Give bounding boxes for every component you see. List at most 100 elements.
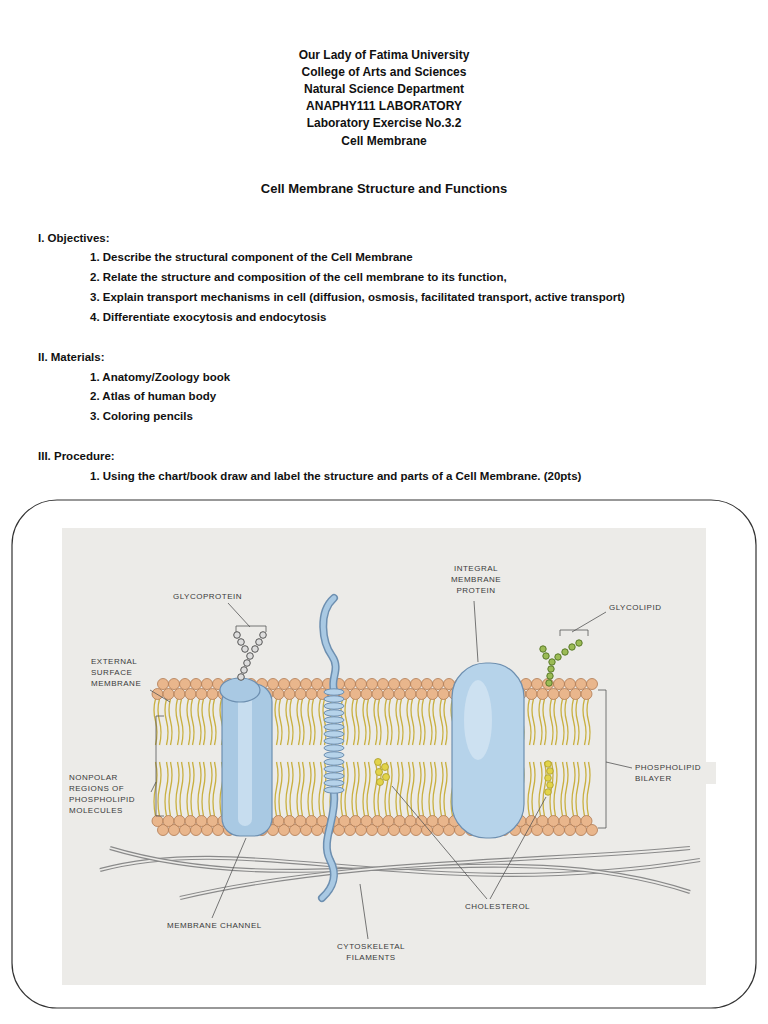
lipid-tail <box>400 699 403 745</box>
lipid-tail <box>543 699 546 745</box>
cholesterol-bead <box>375 759 382 766</box>
helix-turn <box>324 689 344 695</box>
lipid-tail <box>561 762 564 816</box>
sugar-bead <box>256 639 263 646</box>
lipid-head <box>185 816 196 827</box>
sugar-bead <box>238 674 245 681</box>
lipid-tail <box>279 762 282 816</box>
lipid-tail <box>539 699 542 745</box>
lipid-tail <box>429 762 432 816</box>
cholesterol-bead <box>377 779 384 786</box>
lipid-tail <box>187 762 190 816</box>
lipid-tail <box>319 762 322 816</box>
cholesterol-bead <box>547 768 554 775</box>
lipid-head <box>290 679 301 690</box>
lipid-head <box>427 816 438 827</box>
lipid-head <box>202 679 213 690</box>
lipid-tail <box>308 699 311 745</box>
lipid-head <box>191 679 202 690</box>
lipid-tail <box>187 699 190 745</box>
lipid-tail <box>565 699 568 745</box>
lipid-tail <box>301 699 304 745</box>
lipid-tail <box>572 762 575 816</box>
lipid-head <box>383 816 394 827</box>
lipid-tail <box>385 699 388 745</box>
helix-turn <box>324 766 344 772</box>
lipid-tail <box>165 762 168 816</box>
lipid-tail <box>176 762 179 816</box>
objective-item: 4. Differentiate exocytosis and endocyto… <box>90 310 750 325</box>
helix-turn <box>324 745 344 751</box>
lipid-tail <box>202 762 205 816</box>
lipid-head <box>576 679 587 690</box>
lipid-tail <box>345 762 348 816</box>
lipid-head <box>163 689 174 700</box>
header-line: Laboratory Exercise No.3.2 <box>0 116 768 131</box>
lipid-tail <box>308 762 311 816</box>
sugar-bead <box>234 632 241 639</box>
bracket <box>156 716 164 816</box>
header-line: Cell Membrane <box>0 134 768 149</box>
lipid-head <box>295 689 306 700</box>
lipid-tail <box>587 699 590 745</box>
lipid-tail <box>532 762 535 816</box>
drawing-paper <box>62 528 706 985</box>
leader-line <box>150 690 170 702</box>
sugar-bead <box>238 639 245 646</box>
leader-line <box>572 612 606 632</box>
leader-lines <box>150 601 632 939</box>
leader-line <box>606 762 632 768</box>
lipid-tail <box>191 699 194 745</box>
lipid-tail <box>169 699 172 745</box>
lipid-tail <box>176 699 179 745</box>
channel-protein <box>220 678 272 836</box>
lipid-head <box>169 679 180 690</box>
lipid-head <box>196 689 207 700</box>
sugar-bead <box>244 660 251 667</box>
lipid-tail <box>543 762 546 816</box>
lipid-tail <box>528 762 531 816</box>
lipid-tail <box>290 699 293 745</box>
lipid-head <box>152 689 163 700</box>
helix-turn <box>324 717 344 723</box>
lipid-tail <box>583 699 586 745</box>
lipid-tail <box>154 699 157 745</box>
lipid-tail <box>583 762 586 816</box>
integral-protein <box>452 663 524 838</box>
answer-frame <box>12 500 756 1008</box>
section-heading: I. Objectives: <box>38 231 698 246</box>
lipid-tail <box>561 699 564 745</box>
lipid-tail <box>418 699 421 745</box>
lipid-tail <box>297 699 300 745</box>
lipid-tail <box>572 699 575 745</box>
sugar-bead <box>549 659 555 665</box>
header-line: College of Arts and Sciences <box>0 65 768 80</box>
sugar-bead <box>543 653 549 659</box>
objective-item: 3. Explain transport mechanisms in cell … <box>90 290 750 305</box>
lipid-head <box>433 679 444 690</box>
lipid-tail <box>356 762 359 816</box>
phospholipid-bilayer <box>152 679 598 836</box>
lipid-head <box>378 679 389 690</box>
lipid-head <box>306 689 317 700</box>
lipid-tail <box>180 762 183 816</box>
lipid-head <box>543 679 554 690</box>
part-label: MEMBRANE CHANNEL <box>166 920 263 931</box>
cholesterol-bead <box>383 774 390 781</box>
header-line: Natural Science Department <box>0 82 768 97</box>
protein-strand <box>322 792 334 898</box>
lipid-tail <box>209 762 212 816</box>
cytoskeletal-filaments <box>100 848 700 898</box>
lipid-tail <box>407 762 410 816</box>
leader-line <box>392 786 487 899</box>
lipid-head <box>345 679 356 690</box>
helix-turn <box>324 787 344 793</box>
lipid-head <box>207 816 218 827</box>
helix-coil <box>324 689 344 793</box>
lipid-tail <box>389 699 392 745</box>
lipid-tail <box>275 699 278 745</box>
helix-turn <box>324 780 344 786</box>
lipid-tail <box>202 699 205 745</box>
lipid-head <box>312 679 323 690</box>
lipid-head <box>587 679 598 690</box>
